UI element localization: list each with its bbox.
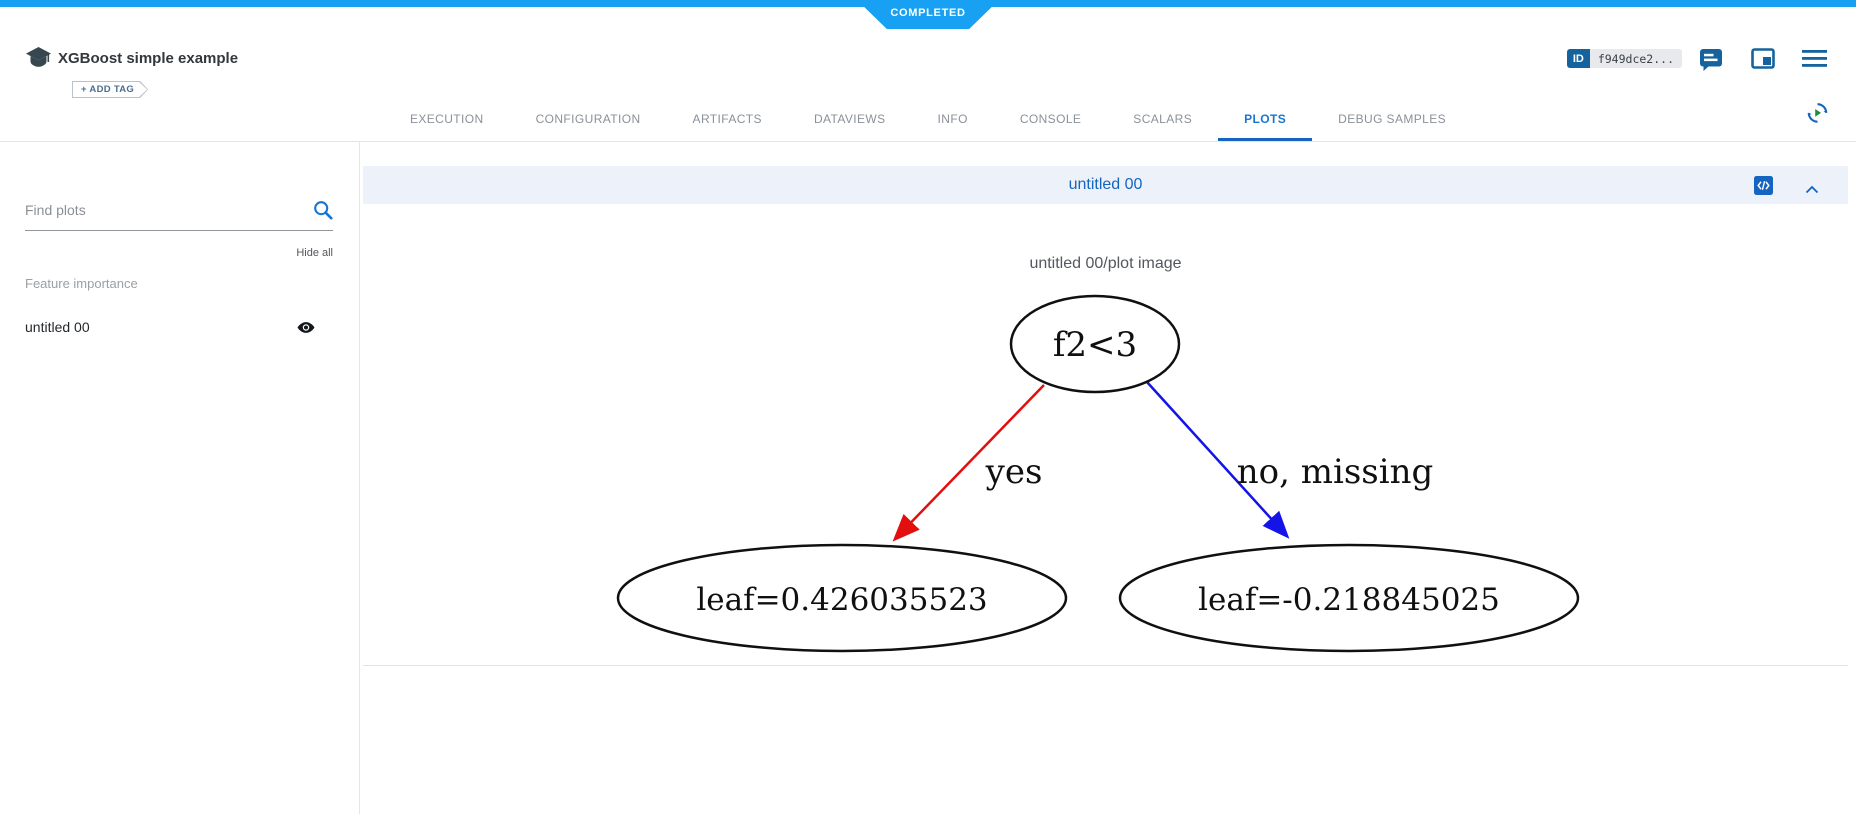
tab-scalars[interactable]: SCALARS (1133, 111, 1193, 126)
tab-dataviews[interactable]: DATAVIEWS (813, 111, 886, 126)
tab-info[interactable]: INFO (937, 111, 968, 126)
code-icon[interactable] (1754, 176, 1773, 200)
experiment-title: XGBoost simple example (58, 50, 239, 67)
tab-artifacts[interactable]: ARTIFACTS (692, 111, 762, 126)
chevron-up-icon[interactable] (1805, 181, 1819, 199)
tab-plots[interactable]: PLOTS (1218, 96, 1313, 141)
tree-edge-label-yes: yes (984, 452, 1042, 492)
id-value: f949dce2... (1589, 49, 1682, 68)
refresh-autorefresh-icon[interactable] (1805, 100, 1830, 130)
experiment-logo-icon (25, 45, 52, 76)
app-header: XGBoost simple example + ADD TAG ID f949… (0, 7, 1856, 85)
comment-icon[interactable] (1699, 48, 1723, 76)
hide-all-link[interactable]: Hide all (296, 247, 333, 259)
plots-sidebar: Hide all Feature importance untitled 00 (0, 142, 360, 814)
tab-execution[interactable]: EXECUTION (409, 111, 484, 126)
tree-leaf-right (1118, 543, 1579, 653)
search-icon[interactable] (313, 200, 333, 225)
decision-tree-plot: f2<3 yes no, missing leaf=0.426035523 le… (616, 294, 1579, 653)
tree-edge-yes (892, 384, 1045, 542)
menu-icon[interactable] (1802, 50, 1827, 72)
tree-leaf-right-label: leaf=-0.218845025 (1198, 582, 1500, 618)
plot-card-title: untitled 00 (1068, 176, 1143, 193)
add-tag-button[interactable]: + ADD TAG (72, 81, 148, 98)
tree-edge-label-no-missing: no, missing (1236, 452, 1433, 492)
plot-card-header[interactable]: untitled 00 (363, 166, 1848, 204)
tab-configuration[interactable]: CONFIGURATION (535, 111, 641, 126)
find-plots-field (25, 198, 333, 231)
tab-bar: EXECUTION CONFIGURATION ARTIFACTS DATAVI… (0, 85, 1856, 142)
plot-item-label: untitled 00 (25, 319, 90, 335)
sidebar-item-untitled-00[interactable]: untitled 00 (25, 319, 333, 335)
plot-card: untitled 00 untitled 00/plot ima (363, 166, 1848, 666)
tab-console[interactable]: CONSOLE (1019, 111, 1082, 126)
plots-main: untitled 00 untitled 00/plot ima (360, 142, 1856, 814)
tree-leaf-left-label: leaf=0.426035523 (696, 582, 987, 618)
tree-root-node (1009, 294, 1180, 394)
search-input[interactable] (25, 198, 305, 222)
tree-root-label: f2<3 (1052, 325, 1136, 365)
plot-body: untitled 00/plot image f2<3 ye (363, 204, 1848, 665)
id-badge: ID (1566, 49, 1590, 68)
tree-edge-no-missing (1145, 381, 1289, 539)
experiment-id-chip[interactable]: ID f949dce2... (1566, 49, 1682, 68)
columns-layout-icon[interactable] (1751, 48, 1775, 74)
add-tag-label: + ADD TAG (73, 82, 147, 97)
tree-leaf-left (616, 543, 1067, 653)
plot-image-title: untitled 00/plot image (1029, 255, 1182, 272)
content-area: Hide all Feature importance untitled 00 … (0, 142, 1856, 814)
eye-icon[interactable] (297, 321, 315, 334)
plot-group-label: Feature importance (25, 276, 138, 291)
tab-debug-samples[interactable]: DEBUG SAMPLES (1338, 111, 1447, 126)
